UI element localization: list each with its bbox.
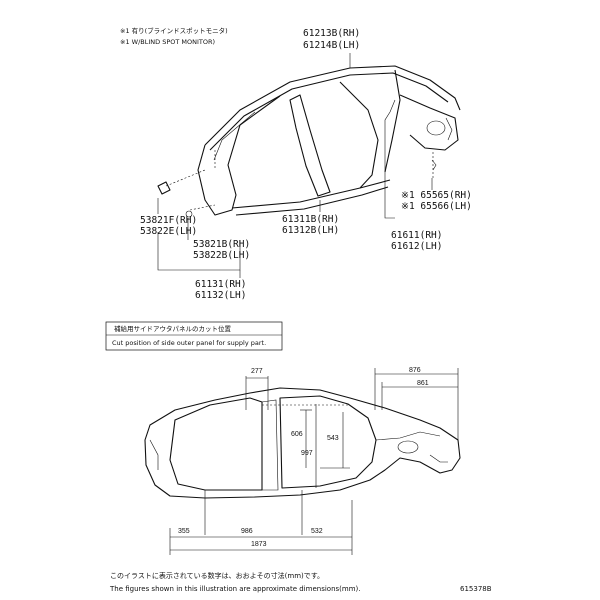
pn-53821b-rh: 53821B(RH) — [193, 239, 250, 250]
footer-en: The figures shown in this illustration a… — [109, 585, 360, 593]
pn-53821f-rh: 53821F(RH) — [140, 215, 197, 226]
pn-53822e-lh: 53822E(LH) — [140, 226, 197, 237]
cut-position-box: 補給用サイドアウタパネルのカット位置 Cut position of side … — [105, 321, 283, 351]
pn-61311b-rh: 61311B(RH) — [282, 214, 339, 225]
dimension-lines — [169, 368, 459, 555]
cut-box-title: 補給用サイドアウタパネルのカット位置 — [114, 324, 232, 333]
dim-606: 606 — [291, 431, 303, 438]
note-en: ※1 W/BLIND SPOT MONITOR) — [120, 38, 215, 46]
cut-box-subtitle: Cut position of side outer panel for sup… — [112, 339, 266, 347]
pn-61132-lh: 61132(LH) — [195, 290, 246, 301]
pn-65565-rh: ※1 65565(RH) — [401, 190, 472, 201]
footer-jp: このイラストに表示されている数字は、おおよその寸法(mm)です。 — [110, 571, 324, 580]
note-jp: ※1 有り(ブラインドスポットモニタ) — [120, 26, 228, 35]
dim-986: 986 — [241, 528, 253, 535]
pn-65566-lh: ※1 65566(LH) — [401, 201, 472, 212]
lower-side-profile-drawing — [144, 376, 461, 535]
dim-532: 532 — [311, 528, 323, 535]
dim-861: 861 — [417, 380, 429, 387]
figure-id: 615378B — [460, 585, 492, 593]
dim-277: 277 — [251, 368, 263, 375]
pn-61612-lh: 61612(LH) — [391, 241, 442, 252]
pn-61131-rh: 61131(RH) — [195, 279, 246, 290]
dim-355: 355 — [178, 528, 190, 535]
dim-543: 543 — [327, 435, 339, 442]
pn-53822b-lh: 53822B(LH) — [193, 250, 250, 261]
dim-997: 997 — [301, 450, 313, 457]
pn-61611-rh: 61611(RH) — [391, 230, 442, 241]
dim-876: 876 — [409, 367, 421, 374]
dim-1873: 1873 — [251, 541, 267, 548]
pn-61213b-rh: 61213B(RH) — [303, 28, 360, 39]
pn-61214b-lh: 61214B(LH) — [303, 40, 360, 51]
upper-side-panel-drawing — [157, 65, 461, 218]
pn-61312b-lh: 61312B(LH) — [282, 225, 339, 236]
